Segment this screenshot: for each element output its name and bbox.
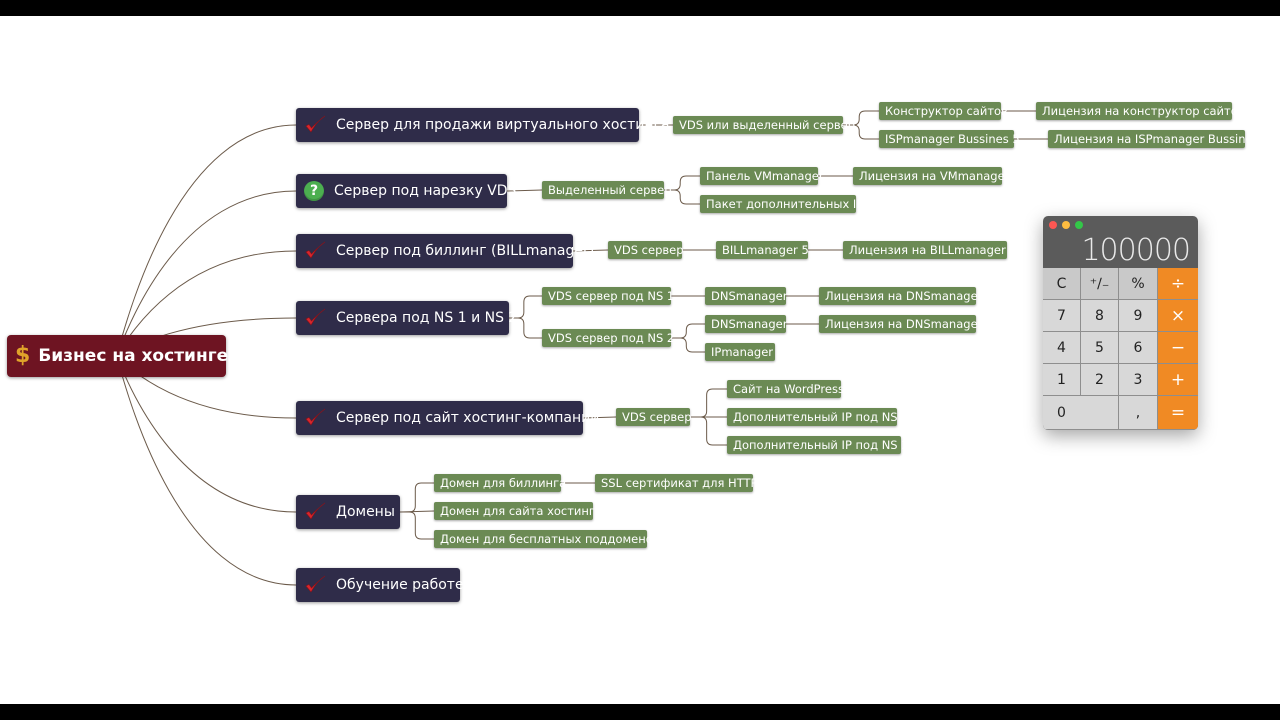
topic-label: Обучение работе <box>336 577 464 593</box>
connector-t6-s6a <box>400 482 434 513</box>
connector-s1a-s1d <box>843 124 879 140</box>
subtopic-s2d[interactable]: Пакет дополнительных IP <box>700 195 863 213</box>
digit-2-key[interactable]: 2 <box>1081 364 1119 396</box>
topic-t1[interactable]: Сервер для продажи виртуального хостинга <box>296 108 669 142</box>
subtopic-s6c[interactable]: Домен для сайта хостинга <box>434 502 602 520</box>
checkmark-icon <box>304 240 326 262</box>
subtopic-s5b[interactable]: Сайт на WordPress <box>727 380 844 398</box>
dollar-icon: $ <box>15 343 31 368</box>
percent-key[interactable]: % <box>1119 268 1158 300</box>
subtopic-s4d[interactable]: VDS сервер под NS 2 <box>542 329 674 347</box>
checkmark-icon <box>304 574 326 596</box>
subtopic-s4b[interactable]: DNSmanager <box>705 287 787 305</box>
topic-label: Сервер под биллинг (BILLmanager) <box>336 243 595 259</box>
clear-key[interactable]: C <box>1043 268 1081 300</box>
connector-s5a-s5b <box>690 388 727 418</box>
digit-6-key[interactable]: 6 <box>1119 332 1158 364</box>
subtopic-s4c[interactable]: Лицензия на DNSmanager <box>819 287 982 305</box>
checkmark-icon <box>304 407 326 429</box>
connector-t2-s2a <box>506 189 543 192</box>
connector-t4-s4d <box>509 317 542 339</box>
minimize-dot[interactable] <box>1062 221 1070 229</box>
subtopic-s3b[interactable]: BILLmanager 5 <box>716 241 809 259</box>
subtopic-s5a[interactable]: VDS сервер <box>616 408 692 426</box>
subtopic-s1d[interactable]: ISPmanager Bussines 5 <box>879 130 1020 148</box>
subtopic-s4f[interactable]: Лицензия на DNSmanager <box>819 315 982 333</box>
connector-root-t7 <box>116 355 297 586</box>
subtopic-s3c[interactable]: Лицензия на BILLmanager 5 <box>843 241 1017 259</box>
decimal-key[interactable]: , <box>1119 396 1158 430</box>
sign-key[interactable]: ⁺∕₋ <box>1081 268 1119 300</box>
connector-root-t6 <box>116 355 297 513</box>
zoom-dot[interactable] <box>1075 221 1083 229</box>
close-dot[interactable] <box>1049 221 1057 229</box>
connector-t5-s5a <box>582 416 617 419</box>
subtopic-s6b[interactable]: SSL сертификат для HTTPS <box>595 474 765 492</box>
root-topic-label: Бизнес на хостинге <box>38 346 229 366</box>
subtopic-s4a[interactable]: VDS сервер под NS 1 <box>542 287 674 305</box>
digit-1-key[interactable]: 1 <box>1043 364 1081 396</box>
connector-t4-s4a <box>509 295 542 319</box>
subtopic-s1e[interactable]: Лицензия на ISPmanager Bussines <box>1048 130 1259 148</box>
topic-label: Сервер под нарезку VDS <box>334 183 517 199</box>
topic-label: Сервер для продажи виртуального хостинга <box>336 117 670 133</box>
subtopic-s5c[interactable]: Дополнительный IP под NS 1 <box>727 408 909 426</box>
digit-9-key[interactable]: 9 <box>1119 300 1158 332</box>
multiply-key[interactable]: × <box>1158 300 1198 332</box>
topic-label: Сервер под сайт хостинг-компании <box>336 410 600 426</box>
topic-t6[interactable]: Домены <box>296 495 400 529</box>
subtopic-s1c[interactable]: Лицензия на конструктор сайтов <box>1036 102 1245 120</box>
divide-key[interactable]: ÷ <box>1158 268 1198 300</box>
checkmark-icon <box>304 501 326 523</box>
connector-s2a-s2d <box>664 189 700 205</box>
digit-0-key[interactable]: 0 <box>1043 396 1119 430</box>
topic-t5[interactable]: Сервер под сайт хостинг-компании <box>296 401 599 435</box>
subtopic-s2c[interactable]: Лицензия на VMmanager <box>853 167 1009 185</box>
topic-t4[interactable]: Сервера под NS 1 и NS 2 <box>296 301 517 335</box>
calculator-display: 100000 <box>1081 233 1191 268</box>
connector-s4d-s4g <box>671 337 705 353</box>
checkmark-icon <box>304 114 326 136</box>
subtopic-s5d[interactable]: Дополнительный IP под NS 2 <box>727 436 909 454</box>
connector-root-t1 <box>116 124 297 357</box>
connector-t3-s3a <box>572 249 609 252</box>
subtopic-s4g[interactable]: IPmanager <box>705 343 775 361</box>
subtopic-s1a[interactable]: VDS или выделенный сервер <box>673 116 855 134</box>
question-icon: ? <box>304 180 324 202</box>
root-topic[interactable]: $ Бизнес на хостинге <box>7 335 229 377</box>
subtopic-s3a[interactable]: VDS сервер <box>608 241 684 259</box>
digit-3-key[interactable]: 3 <box>1119 364 1158 396</box>
topic-label: Домены <box>336 504 395 520</box>
subtopic-s1b[interactable]: Конструктор сайтов <box>879 102 1008 120</box>
connector-t6-s6d <box>400 511 434 540</box>
minus-key[interactable]: − <box>1158 332 1198 364</box>
topic-label: Сервера под NS 1 и NS 2 <box>336 310 518 326</box>
connector-s4d-s4e <box>671 323 705 339</box>
mindmap-canvas: $ Бизнес на хостинге Сервер для продажи … <box>0 16 1280 704</box>
digit-8-key[interactable]: 8 <box>1081 300 1119 332</box>
topic-t7[interactable]: Обучение работе <box>296 568 464 602</box>
topic-t3[interactable]: Сервер под биллинг (BILLmanager) <box>296 234 594 268</box>
connector-s5a-s5d <box>690 416 727 446</box>
checkmark-icon <box>304 307 326 329</box>
subtopic-s2b[interactable]: Панель VMmanager <box>700 167 824 185</box>
equals-key[interactable]: = <box>1158 396 1198 430</box>
digit-5-key[interactable]: 5 <box>1081 332 1119 364</box>
plus-key[interactable]: + <box>1158 364 1198 396</box>
digit-4-key[interactable]: 4 <box>1043 332 1081 364</box>
subtopic-s4e[interactable]: DNSmanager <box>705 315 787 333</box>
subtopic-s6a[interactable]: Домен для биллинга <box>434 474 566 492</box>
digit-7-key[interactable]: 7 <box>1043 300 1081 332</box>
subtopic-s6d[interactable]: Домен для бесплатных поддоменов <box>434 530 660 548</box>
topic-t2[interactable]: ? Сервер под нарезку VDS <box>296 174 516 208</box>
connector-s2a-s2b <box>664 175 700 191</box>
connector-s1a-s1b <box>843 110 879 126</box>
subtopic-s2a[interactable]: Выделенный сервер <box>542 181 672 199</box>
